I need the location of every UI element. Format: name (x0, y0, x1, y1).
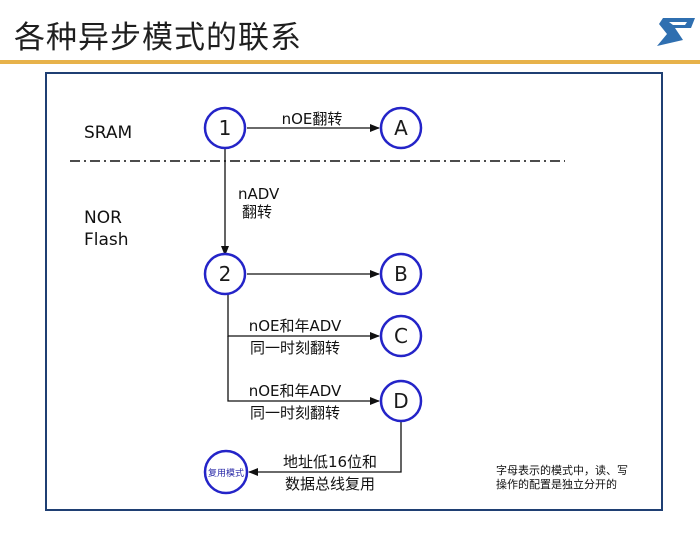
edge-label-d-to-mux-line2: 数据总线复用 (284, 475, 375, 493)
node-1 (203, 106, 247, 150)
edge-label-2-to-c-line1: nOE和年ADV (248, 317, 342, 335)
diagram-frame (45, 72, 663, 511)
node-c (379, 314, 423, 358)
edge-label-d-to-mux-line1: 地址低16位和 (282, 453, 378, 471)
edge-label-2-to-d-line1: nOE和年ADV (248, 382, 342, 400)
node-c-label: C (394, 324, 408, 348)
node-mux (203, 449, 249, 495)
node-b-label: B (394, 262, 408, 286)
region-label-flash: Flash (84, 230, 129, 250)
edge-d-to-mux (248, 421, 402, 476)
node-2 (203, 252, 247, 296)
node-a (379, 106, 423, 150)
region-label-nor: NOR (84, 208, 122, 228)
title-underline (0, 60, 700, 64)
footnote: 字母表示的模式中，读、写 操作的配置是独立分开的 (496, 464, 628, 492)
edge-label-1-to-2-line1: nADV (238, 185, 280, 203)
node-b (379, 252, 423, 296)
node-1-label: 1 (218, 116, 232, 140)
node-a-label: A (394, 116, 408, 140)
node-2-label: 2 (218, 262, 232, 286)
node-mux-label: 复用模式 (207, 469, 244, 479)
edge-2-to-d (227, 336, 380, 405)
footnote-line2: 操作的配置是独立分开的 (496, 478, 617, 491)
region-label-sram: SRAM (84, 123, 133, 143)
company-logo-icon (657, 18, 695, 46)
page-title: 各种异步模式的联系 (14, 20, 302, 56)
edge-label-1-to-a: nOE翻转 (281, 110, 343, 128)
edge-label-2-to-c-line2: 同一时刻翻转 (249, 339, 340, 357)
node-d (379, 379, 423, 423)
edge-label-2-to-d-line2: 同一时刻翻转 (249, 404, 340, 422)
footnote-line1: 字母表示的模式中，读、写 (496, 464, 628, 477)
node-d-label: D (393, 389, 409, 413)
edge-label-1-to-2-line2: 翻转 (242, 203, 273, 221)
